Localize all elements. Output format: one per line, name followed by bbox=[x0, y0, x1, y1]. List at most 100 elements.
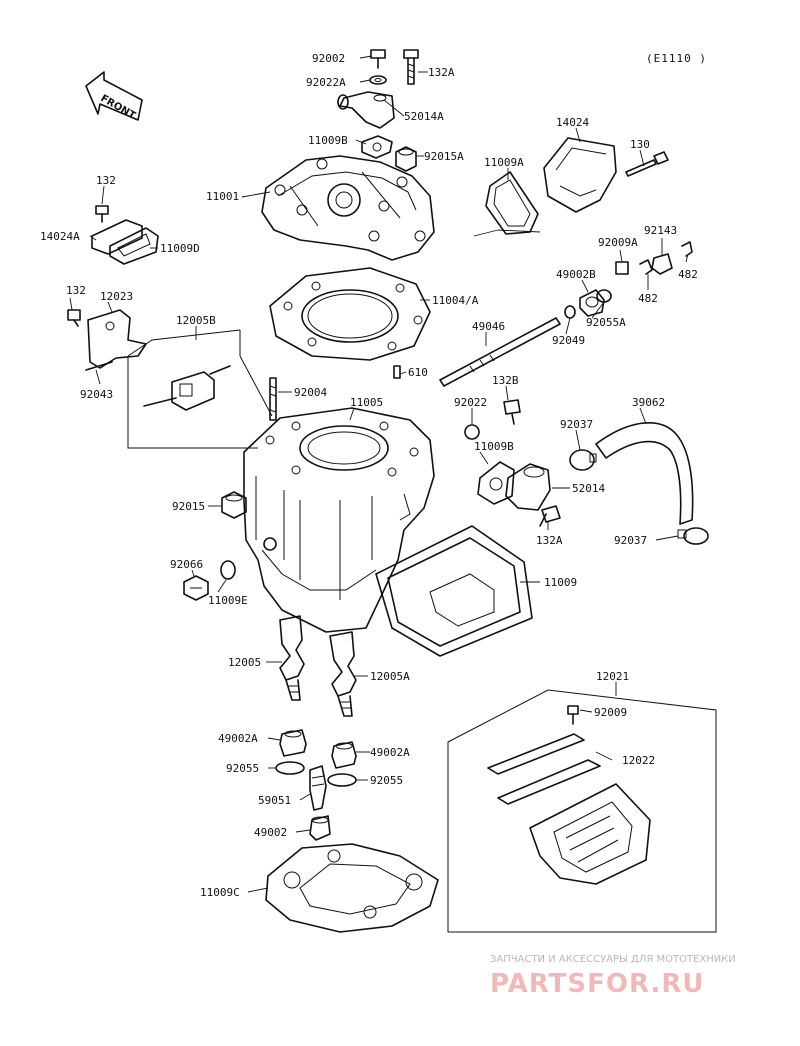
label-59051: 59051 bbox=[258, 794, 291, 807]
stud-92004 bbox=[269, 377, 277, 421]
washer-92022a bbox=[369, 75, 387, 85]
label-132a-mid: 132A bbox=[536, 534, 563, 547]
label-92037-bottom: 92037 bbox=[614, 534, 647, 547]
label-92002: 92002 bbox=[312, 52, 345, 65]
label-92055a: 92055A bbox=[586, 316, 626, 329]
label-11001: 11001 bbox=[206, 190, 239, 203]
exhaust-valve-12005a bbox=[329, 631, 357, 717]
label-52014a: 52014A bbox=[404, 110, 444, 123]
bolt-132b bbox=[503, 399, 521, 425]
label-12005b: 12005B bbox=[176, 314, 216, 327]
head-gasket-11004a bbox=[269, 267, 431, 361]
label-132a-top: 132A bbox=[428, 66, 455, 79]
label-49002: 49002 bbox=[254, 826, 287, 839]
label-92055-right: 92055 bbox=[370, 774, 403, 787]
label-92022: 92022 bbox=[454, 396, 487, 409]
watermark-line2: PARTSFOR.RU bbox=[490, 969, 704, 999]
front-arrow-icon: FRONT bbox=[85, 71, 143, 122]
gasket-11009d bbox=[109, 227, 159, 265]
diagram-code: (E1110 ) bbox=[646, 52, 707, 65]
label-610: 610 bbox=[408, 366, 428, 379]
label-92022a: 92022A bbox=[306, 76, 346, 89]
label-52014: 52014 bbox=[572, 482, 605, 495]
bolt-132a-mid bbox=[539, 505, 561, 527]
label-130: 130 bbox=[630, 138, 650, 151]
label-49002b: 49002B bbox=[556, 268, 596, 281]
label-39062: 39062 bbox=[632, 396, 665, 409]
label-482-b: 482 bbox=[638, 292, 658, 305]
gasket-11009b-top bbox=[361, 135, 393, 159]
label-132-bracket: 132 bbox=[66, 284, 86, 297]
cylinder-11005 bbox=[243, 407, 435, 633]
label-12021: 12021 bbox=[596, 670, 629, 683]
nut-92015a bbox=[395, 146, 417, 172]
clamp-92037-top bbox=[569, 449, 597, 471]
watermark-line1: ЗАПЧАСТИ И АКСЕССУАРЫ ДЛЯ МОТОТЕХНИКИ bbox=[490, 954, 736, 965]
watermark: ЗАПЧАСТИ И АКСЕССУАРЫ ДЛЯ МОТОТЕХНИКИ PA… bbox=[490, 954, 736, 999]
gasket-11009a bbox=[485, 171, 539, 235]
box-12005b bbox=[127, 329, 273, 449]
label-11009b-mid: 11009B bbox=[474, 440, 514, 453]
seal-92049 bbox=[564, 305, 576, 319]
collar-49002 bbox=[309, 815, 331, 841]
cover-14024 bbox=[543, 137, 617, 213]
water-outlet-52014a bbox=[337, 91, 395, 129]
collar-49002a-right bbox=[331, 741, 357, 769]
cylinder-head-11001 bbox=[261, 155, 435, 261]
reed-petal-12022-b bbox=[497, 759, 601, 805]
clip-482-a bbox=[681, 241, 693, 257]
label-92049: 92049 bbox=[552, 334, 585, 347]
reed-block bbox=[529, 783, 651, 885]
label-92037-top: 92037 bbox=[560, 418, 593, 431]
washer-92022 bbox=[464, 424, 480, 440]
base-gasket-11009c bbox=[265, 843, 439, 933]
washer-92143 bbox=[651, 253, 673, 275]
label-132-left: 132 bbox=[96, 174, 116, 187]
o-ring-92055-right bbox=[327, 773, 357, 787]
collar-49002b bbox=[579, 289, 605, 317]
label-11009b-top: 11009B bbox=[308, 134, 348, 147]
pin-92043 bbox=[85, 361, 113, 371]
label-482-a: 482 bbox=[678, 268, 698, 281]
label-92055-left: 92055 bbox=[226, 762, 259, 775]
exhaust-valve-12005 bbox=[279, 615, 305, 701]
bolt-132a-top bbox=[403, 49, 419, 85]
label-14024a: 14024A bbox=[40, 230, 80, 243]
clamp-92037-bottom bbox=[677, 527, 709, 545]
label-11009c: 11009C bbox=[200, 886, 240, 899]
label-92015: 92015 bbox=[172, 500, 205, 513]
plug-92066 bbox=[183, 575, 209, 601]
part-labels: 92002 132A 92022A 52014A 11009B 92015A 1… bbox=[40, 52, 698, 899]
label-12022: 12022 bbox=[622, 754, 655, 767]
label-14024: 14024 bbox=[556, 116, 589, 129]
label-92009a: 92009A bbox=[598, 236, 638, 249]
screw-92009 bbox=[567, 705, 579, 725]
label-11009a: 11009A bbox=[484, 156, 524, 169]
nut-92009a bbox=[615, 261, 629, 275]
hose-39062 bbox=[595, 422, 694, 525]
o-ring-92055-left bbox=[275, 761, 305, 775]
bolt-132-bracket bbox=[67, 309, 81, 327]
label-92066: 92066 bbox=[170, 558, 203, 571]
label-92043: 92043 bbox=[80, 388, 113, 401]
cap-14024a bbox=[91, 219, 143, 255]
front-label: FRONT bbox=[99, 93, 138, 122]
bolt-132-left bbox=[95, 205, 109, 223]
label-92004: 92004 bbox=[294, 386, 327, 399]
nut-92015 bbox=[221, 491, 247, 519]
pin-610 bbox=[393, 365, 401, 379]
gasket-11009b-mid bbox=[477, 461, 515, 505]
label-49002a-left: 49002A bbox=[218, 732, 258, 745]
shaft-59051 bbox=[309, 765, 327, 811]
leader-lines bbox=[69, 55, 689, 893]
label-12005: 12005 bbox=[228, 656, 261, 669]
label-11009: 11009 bbox=[544, 576, 577, 589]
bracket-12023 bbox=[87, 309, 147, 369]
label-11009d: 11009D bbox=[160, 242, 200, 255]
bolt-92002 bbox=[370, 49, 386, 69]
reed-petal-12022-a bbox=[487, 733, 585, 775]
label-12005a: 12005A bbox=[370, 670, 410, 683]
label-49046: 49046 bbox=[472, 320, 505, 333]
washer-11009e bbox=[220, 560, 236, 580]
